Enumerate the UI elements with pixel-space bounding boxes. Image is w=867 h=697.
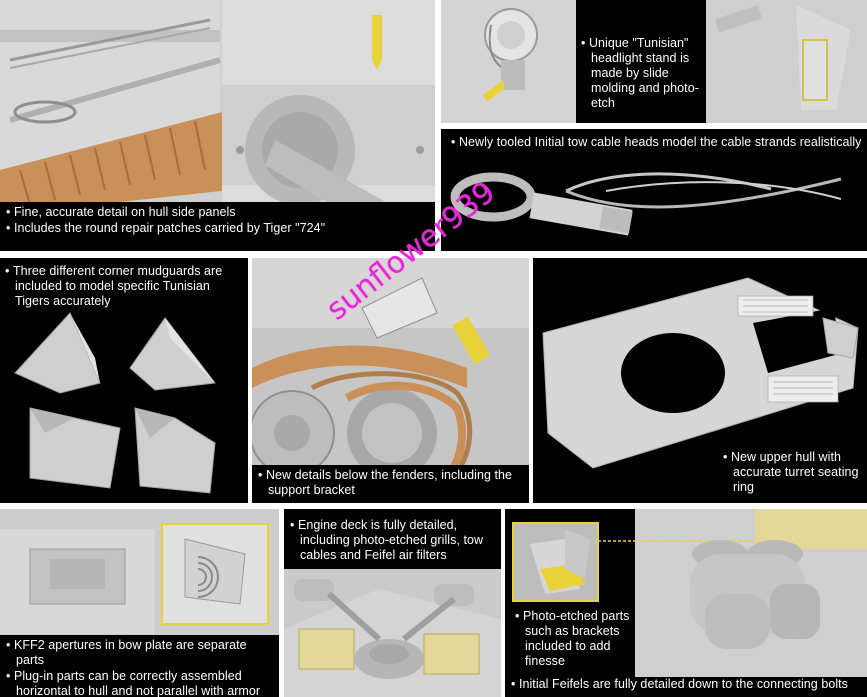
mudguards-panel: Three different corner mudguards are inc… (0, 258, 248, 503)
caption-bullet: Engine deck is fully detailed, including… (290, 518, 500, 563)
feifels-panel: Photo-etched parts such as brackets incl… (505, 509, 867, 697)
caption-bullet: Plug-in parts can be correctly assembled… (6, 669, 273, 697)
bow-plate-panel: KFF2 apertures in bow plate are separate… (0, 509, 279, 697)
headlight-panel: Unique "Tunisian" headlight stand is mad… (441, 0, 867, 123)
headlight-caption: Unique "Tunisian" headlight stand is mad… (581, 36, 703, 111)
engine-deck-image (284, 569, 501, 697)
upper-hull-image (542, 277, 859, 469)
fenders-panel: New details below the fenders, including… (252, 258, 529, 503)
hull-side-panel: Fine, accurate detail on hull side panel… (0, 0, 435, 251)
caption-bullet: Fine, accurate detail on hull side panel… (6, 205, 429, 220)
caption-bullet: New upper hull with accurate turret seat… (723, 450, 865, 495)
caption-bullet: KFF2 apertures in bow plate are separate… (6, 638, 273, 668)
caption-bullet: Photo-etched parts such as brackets incl… (515, 609, 645, 669)
tow-cable-image (450, 172, 842, 236)
caption-bullet: Includes the round repair patches carrie… (6, 221, 429, 236)
tow-cable-panel: Newly tooled Initial tow cable heads mod… (441, 129, 867, 251)
feifels-caption-2: Initial Feifels are fully detailed down … (511, 677, 867, 692)
bow-plate-caption: KFF2 apertures in bow plate are separate… (0, 635, 279, 697)
tow-cable-caption: Newly tooled Initial tow cable heads mod… (451, 135, 863, 150)
caption-bullet: Newly tooled Initial tow cable heads mod… (451, 135, 863, 150)
hull-side-caption: Fine, accurate detail on hull side panel… (0, 202, 435, 251)
feifels-caption-1: Photo-etched parts such as brackets incl… (515, 609, 645, 669)
headlight-image (441, 0, 867, 123)
feifels-image (512, 509, 867, 677)
upper-hull-caption: New upper hull with accurate turret seat… (723, 450, 865, 495)
mudguards-image (14, 312, 216, 494)
mudguards-caption: Three different corner mudguards are inc… (5, 264, 245, 309)
caption-bullet: Initial Feifels are fully detailed down … (511, 677, 867, 692)
fenders-caption: New details below the fenders, including… (252, 465, 529, 503)
upper-hull-panel: New upper hull with accurate turret seat… (533, 258, 867, 503)
engine-deck-caption: Engine deck is fully detailed, including… (290, 518, 500, 563)
engine-deck-panel: Engine deck is fully detailed, including… (284, 509, 501, 697)
fenders-image (252, 258, 529, 503)
caption-bullet: New details below the fenders, including… (258, 468, 523, 498)
caption-bullet: Three different corner mudguards are inc… (5, 264, 245, 309)
caption-bullet: Unique "Tunisian" headlight stand is mad… (581, 36, 703, 111)
